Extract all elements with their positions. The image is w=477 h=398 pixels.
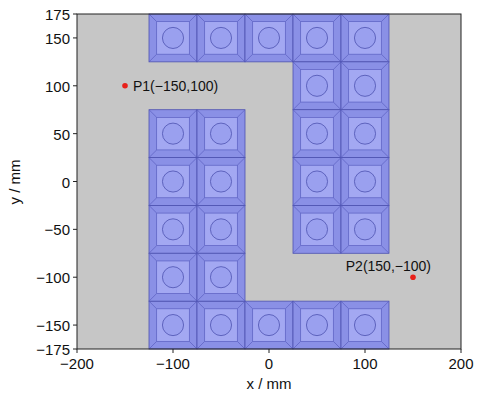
tile-element <box>149 110 197 158</box>
axis-title: y / mm <box>7 159 22 204</box>
tile-element <box>341 301 389 349</box>
tile-element <box>149 301 197 349</box>
tick-label: −100 <box>156 356 190 371</box>
tick-label: −100 <box>36 270 70 285</box>
tile-element <box>197 158 245 206</box>
tile-element <box>245 14 293 62</box>
tick-label: 50 <box>53 126 70 141</box>
measure-point <box>410 274 416 280</box>
tile-element <box>197 301 245 349</box>
tick-label: 100 <box>45 78 70 93</box>
tile-element <box>245 301 293 349</box>
axis-frame <box>77 14 461 349</box>
tick-label: −175 <box>36 342 70 357</box>
tile-element <box>149 205 197 253</box>
tile-element <box>149 158 197 206</box>
tick-label: −150 <box>36 318 70 333</box>
tile-element <box>293 14 341 62</box>
point-label: P2(150,−100) <box>346 259 431 273</box>
tick-label: 175 <box>45 7 70 22</box>
tile-element <box>293 110 341 158</box>
tile-element <box>149 253 197 301</box>
tile-element <box>293 62 341 110</box>
tick-label: 0 <box>265 356 273 371</box>
tile-element <box>197 110 245 158</box>
tick-label: −200 <box>60 356 94 371</box>
tick-label: 0 <box>62 174 70 189</box>
tile-element <box>197 205 245 253</box>
tile-element <box>197 14 245 62</box>
tick-marks <box>73 14 461 353</box>
axis-title: x / mm <box>247 376 292 391</box>
point-label: P1(−150,100) <box>133 79 218 93</box>
tick-label: 150 <box>45 30 70 45</box>
measure-point <box>122 83 128 89</box>
tick-label: 100 <box>352 356 377 371</box>
tile-element <box>341 14 389 62</box>
tile-element <box>341 205 389 253</box>
tile-element <box>293 158 341 206</box>
tick-label: −50 <box>45 222 70 237</box>
tile-element <box>293 205 341 253</box>
tile-element <box>341 110 389 158</box>
tile-element <box>341 62 389 110</box>
tile-element <box>293 301 341 349</box>
tick-label: 200 <box>448 356 473 371</box>
plate-region <box>77 14 461 349</box>
tile-element <box>149 14 197 62</box>
tile-element <box>197 253 245 301</box>
tile-element <box>341 158 389 206</box>
